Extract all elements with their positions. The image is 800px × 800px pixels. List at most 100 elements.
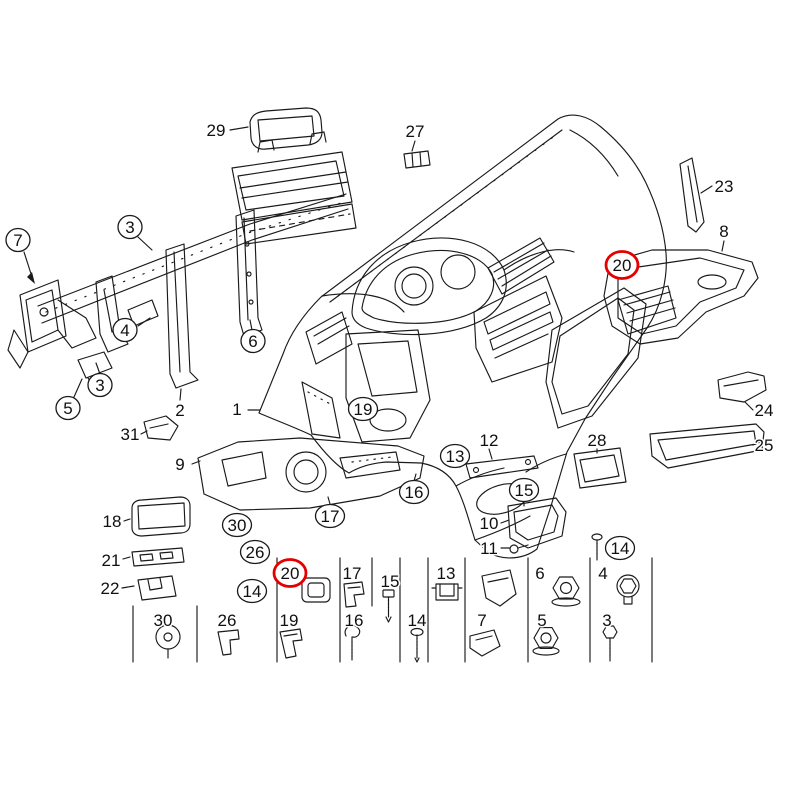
callout-30[interactable]: 30	[152, 610, 174, 632]
callout-label: 5	[63, 399, 72, 418]
beam-strut-6	[235, 209, 263, 337]
callout-22[interactable]: 22	[99, 578, 121, 600]
callout-label: 19	[354, 400, 373, 419]
callout-label: 3	[95, 376, 104, 395]
callout-25[interactable]: 25	[753, 435, 775, 457]
highlighted-callout-20[interactable]: 20	[272, 558, 308, 588]
callout-label: 19	[280, 611, 299, 630]
round-pin-icon	[155, 624, 181, 659]
callout-label: 10	[480, 514, 499, 533]
callout-8[interactable]: 8	[718, 221, 730, 243]
left-side-vent	[301, 311, 353, 439]
callout-7[interactable]: 7	[476, 610, 488, 632]
callout-ring	[398, 479, 430, 505]
callout-14[interactable]: 14	[406, 610, 428, 632]
dashboard-body	[258, 114, 667, 559]
callout-label: 2	[175, 401, 184, 420]
callout-label: 13	[437, 564, 456, 583]
callout-29[interactable]: 29	[205, 120, 227, 142]
callout-label: 4	[120, 321, 129, 340]
callout-19[interactable]: 19	[278, 610, 300, 632]
callout-4[interactable]: 4	[112, 317, 138, 343]
callout-label: 23	[715, 177, 734, 196]
callout-1[interactable]: 1	[231, 399, 243, 421]
callout-label: 8	[719, 222, 728, 241]
callout-label: 6	[535, 564, 544, 583]
highlight-ring	[272, 558, 308, 588]
callout-label: 3	[602, 611, 611, 630]
callout-11[interactable]: 11	[479, 538, 500, 560]
callout-2[interactable]: 2	[174, 400, 186, 422]
callout-5[interactable]: 5	[536, 610, 548, 632]
part-22-clip	[137, 575, 177, 601]
callout-16[interactable]: 16	[343, 610, 365, 632]
callout-ring	[439, 443, 471, 469]
retaining-clip-icon	[343, 581, 365, 608]
crossbar-beam	[37, 193, 349, 324]
callout-6[interactable]: 6	[240, 328, 266, 354]
callout-13[interactable]: 13	[435, 563, 457, 585]
glovebox-opening	[545, 287, 647, 429]
callout-23[interactable]: 23	[713, 176, 735, 198]
steering-column-cowl	[345, 329, 431, 443]
part-23-trim-strip	[679, 157, 705, 233]
part-10-tray	[507, 497, 567, 549]
callout-5[interactable]: 5	[55, 395, 81, 421]
hex-nut-icon	[551, 576, 581, 607]
callout-9[interactable]: 9	[174, 454, 186, 476]
callout-4[interactable]: 4	[597, 563, 609, 585]
callout-3[interactable]: 3	[601, 610, 613, 632]
dash-surface-line	[503, 249, 575, 271]
callout-label: 29	[207, 121, 226, 140]
callout-7[interactable]: 7	[5, 227, 31, 253]
callout-label: 3	[125, 218, 134, 237]
callout-24[interactable]: 24	[753, 400, 775, 422]
callout-15[interactable]: 15	[508, 477, 540, 503]
part-31-bracket	[143, 415, 179, 441]
center-vents	[487, 237, 555, 295]
square-clip-icon	[301, 577, 331, 603]
part-8-side-trim	[603, 249, 759, 345]
callout-14[interactable]: 14	[604, 535, 636, 561]
callout-label: 15	[381, 572, 400, 591]
callout-10[interactable]: 10	[478, 513, 500, 535]
callout-6[interactable]: 6	[534, 563, 546, 585]
callout-label: 14	[243, 582, 262, 601]
callout-12[interactable]: 12	[478, 430, 500, 452]
callout-16[interactable]: 16	[398, 479, 430, 505]
callout-label: 30	[228, 516, 247, 535]
dash-surface-line	[321, 293, 405, 313]
callout-17[interactable]: 17	[341, 563, 363, 585]
callout-19[interactable]: 19	[347, 396, 379, 422]
callout-3[interactable]: 3	[117, 214, 143, 240]
callout-ring	[87, 372, 113, 398]
bolt-icon	[382, 589, 395, 623]
callout-28[interactable]: 28	[586, 430, 608, 452]
callout-14[interactable]: 14	[236, 578, 268, 604]
callout-15[interactable]: 15	[379, 571, 401, 593]
part-11-clip	[509, 544, 529, 554]
callout-3[interactable]: 3	[87, 372, 113, 398]
callout-label: 16	[405, 483, 424, 502]
callout-21[interactable]: 21	[100, 550, 122, 572]
callout-ring	[55, 395, 81, 421]
callout-13[interactable]: 13	[439, 443, 471, 469]
part-9-lower-panel	[197, 437, 425, 511]
hex-bolt-icon	[602, 625, 618, 662]
callout-18[interactable]: 18	[101, 511, 123, 533]
part-18-pad	[131, 496, 191, 537]
callout-label: 24	[755, 401, 774, 420]
callout-17[interactable]: 17	[314, 503, 346, 529]
callout-26[interactable]: 26	[216, 610, 238, 632]
callout-ring	[604, 535, 636, 561]
callout-30[interactable]: 30	[221, 512, 253, 538]
monitor-mount-frame	[231, 131, 357, 245]
part-29-pad	[249, 107, 323, 150]
highlighted-callout-20[interactable]: 20	[604, 250, 640, 280]
callout-31[interactable]: 31	[119, 424, 141, 446]
fold-clip-icon	[481, 569, 517, 607]
callout-27[interactable]: 27	[404, 121, 426, 143]
callout-ring	[314, 503, 346, 529]
callout-26[interactable]: 26	[239, 539, 271, 565]
callout-ring	[117, 214, 143, 240]
